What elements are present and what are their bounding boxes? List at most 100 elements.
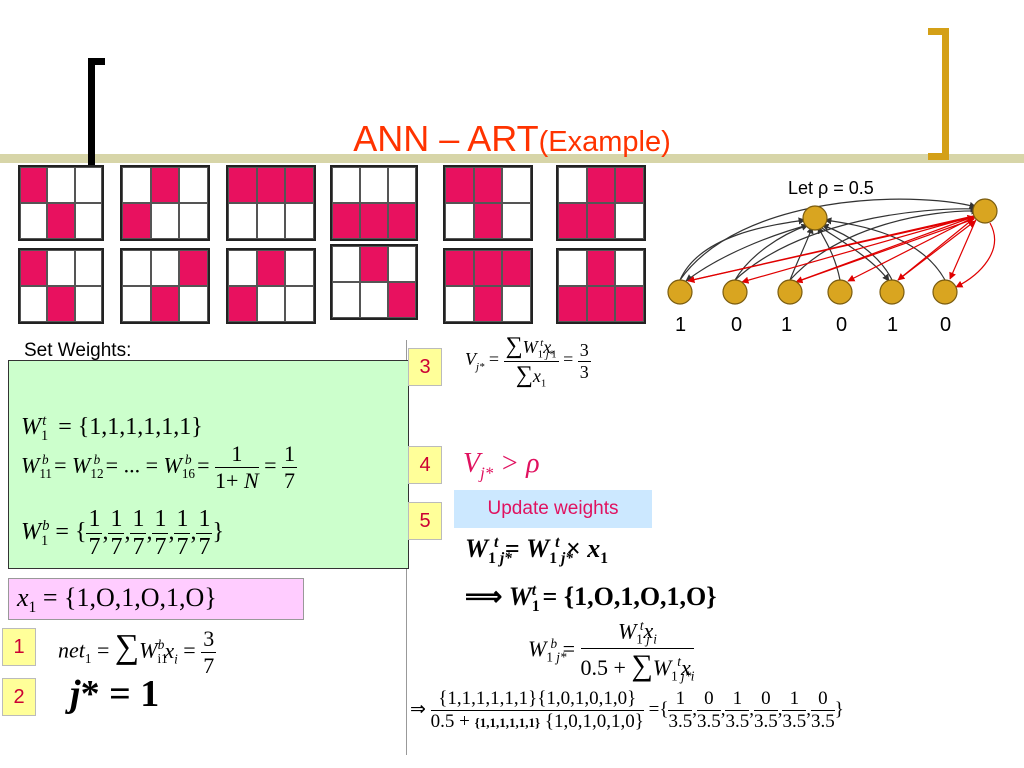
pattern-cell [558, 250, 587, 286]
pattern-cell [473, 203, 503, 239]
pattern-cell [332, 246, 360, 282]
pattern-cell [615, 250, 644, 286]
pattern-cell [47, 250, 75, 286]
step-number-4: 4 [408, 446, 442, 484]
pattern-cell [388, 246, 416, 282]
pattern-grid [330, 244, 418, 320]
pattern-grid [443, 248, 533, 324]
pattern-cell [20, 286, 48, 322]
pattern-cell [228, 167, 257, 203]
pattern-cell [122, 286, 151, 322]
pattern-grid [120, 165, 210, 241]
pattern-cell [122, 250, 151, 286]
input-value: 1 [781, 314, 793, 336]
input-node-3 [777, 279, 803, 305]
pattern-cell [179, 250, 208, 286]
pattern-grid [556, 165, 646, 241]
pattern-cell [445, 167, 474, 203]
input-value: 1 [675, 314, 687, 336]
pattern-cell [360, 246, 388, 282]
pattern-cell [586, 250, 616, 286]
pattern-cell [388, 167, 416, 203]
input-value: 0 [836, 314, 848, 336]
eq-x1: x1 = {1,O,1,O,1,O} [17, 583, 217, 617]
pattern-cell [228, 286, 257, 322]
output-node-1 [802, 205, 828, 231]
pattern-cell [47, 286, 75, 322]
slide-title: ANN – ART(Example) [353, 118, 671, 159]
pattern-cell [20, 250, 48, 286]
pattern-cell [20, 203, 48, 239]
pattern-cell [360, 167, 388, 203]
art-network-diagram [667, 198, 998, 305]
left-bracket [88, 58, 105, 195]
input-node-1 [667, 279, 693, 305]
pattern-grid [443, 165, 533, 241]
pattern-cell [502, 286, 531, 322]
pattern-cell [558, 167, 587, 203]
pattern-cell [615, 203, 644, 239]
pattern-cell [502, 250, 531, 286]
title-underline-bar [0, 154, 1024, 163]
pattern-cell [473, 286, 503, 322]
pattern-cell [256, 203, 286, 239]
pattern-cell [285, 250, 314, 286]
pattern-cell [228, 250, 257, 286]
initial-weights-box: W1t = {1,1,1,1,1,1} W11b = W12b = ... = … [8, 360, 409, 569]
pattern-grid [226, 248, 316, 324]
pattern-cell [47, 167, 75, 203]
pattern-cell [285, 286, 314, 322]
input-value: 1 [887, 314, 899, 336]
eq-update-1: W1 j*t = W1 j*t × x1 [465, 534, 609, 568]
right-bracket [928, 28, 949, 160]
pattern-grid [330, 165, 418, 241]
pattern-cell [20, 167, 48, 203]
pattern-cell [285, 167, 314, 203]
pattern-cell [122, 203, 151, 239]
pattern-cell [502, 167, 531, 203]
pattern-cell [332, 282, 360, 318]
rho-label: Let ρ = 0.5 [788, 178, 874, 198]
pattern-grid [120, 248, 210, 324]
pattern-cell [586, 167, 616, 203]
pattern-cell [256, 286, 286, 322]
input-nodes [667, 279, 958, 305]
dark-connections [679, 198, 979, 282]
pattern-cell [179, 286, 208, 322]
pattern-grid [18, 165, 104, 241]
pattern-cell [445, 250, 474, 286]
set-weights-label: Set Weights: [24, 340, 132, 361]
input-node-6 [932, 279, 958, 305]
pattern-cell [445, 203, 474, 239]
pattern-cell [179, 203, 208, 239]
pattern-grid [556, 248, 646, 324]
pattern-cell [615, 286, 644, 322]
update-weights-label: Update weights [454, 490, 652, 528]
pattern-cell [502, 203, 531, 239]
pattern-cell [332, 167, 360, 203]
pattern-cell [285, 203, 314, 239]
red-connections [687, 214, 996, 288]
pattern-cell [256, 167, 286, 203]
eq-jstar: j* = 1 [70, 673, 160, 715]
pattern-cell [122, 167, 151, 203]
output-nodes [802, 198, 998, 231]
pattern-cell [473, 250, 503, 286]
pattern-cell [47, 203, 75, 239]
eq-w1t: W1t = {1,1,1,1,1,1} [21, 413, 203, 444]
output-node-2 [972, 198, 998, 224]
pattern-cell [558, 203, 587, 239]
pattern-cell [388, 282, 416, 318]
pattern-cell [558, 286, 587, 322]
pattern-cell [150, 167, 180, 203]
pattern-cell [74, 203, 102, 239]
pattern-cell [150, 203, 180, 239]
pattern-cell [586, 203, 616, 239]
pattern-cell [473, 167, 503, 203]
pattern-cell [586, 286, 616, 322]
step-number-1: 1 [2, 628, 36, 666]
input-value: 0 [731, 314, 743, 336]
